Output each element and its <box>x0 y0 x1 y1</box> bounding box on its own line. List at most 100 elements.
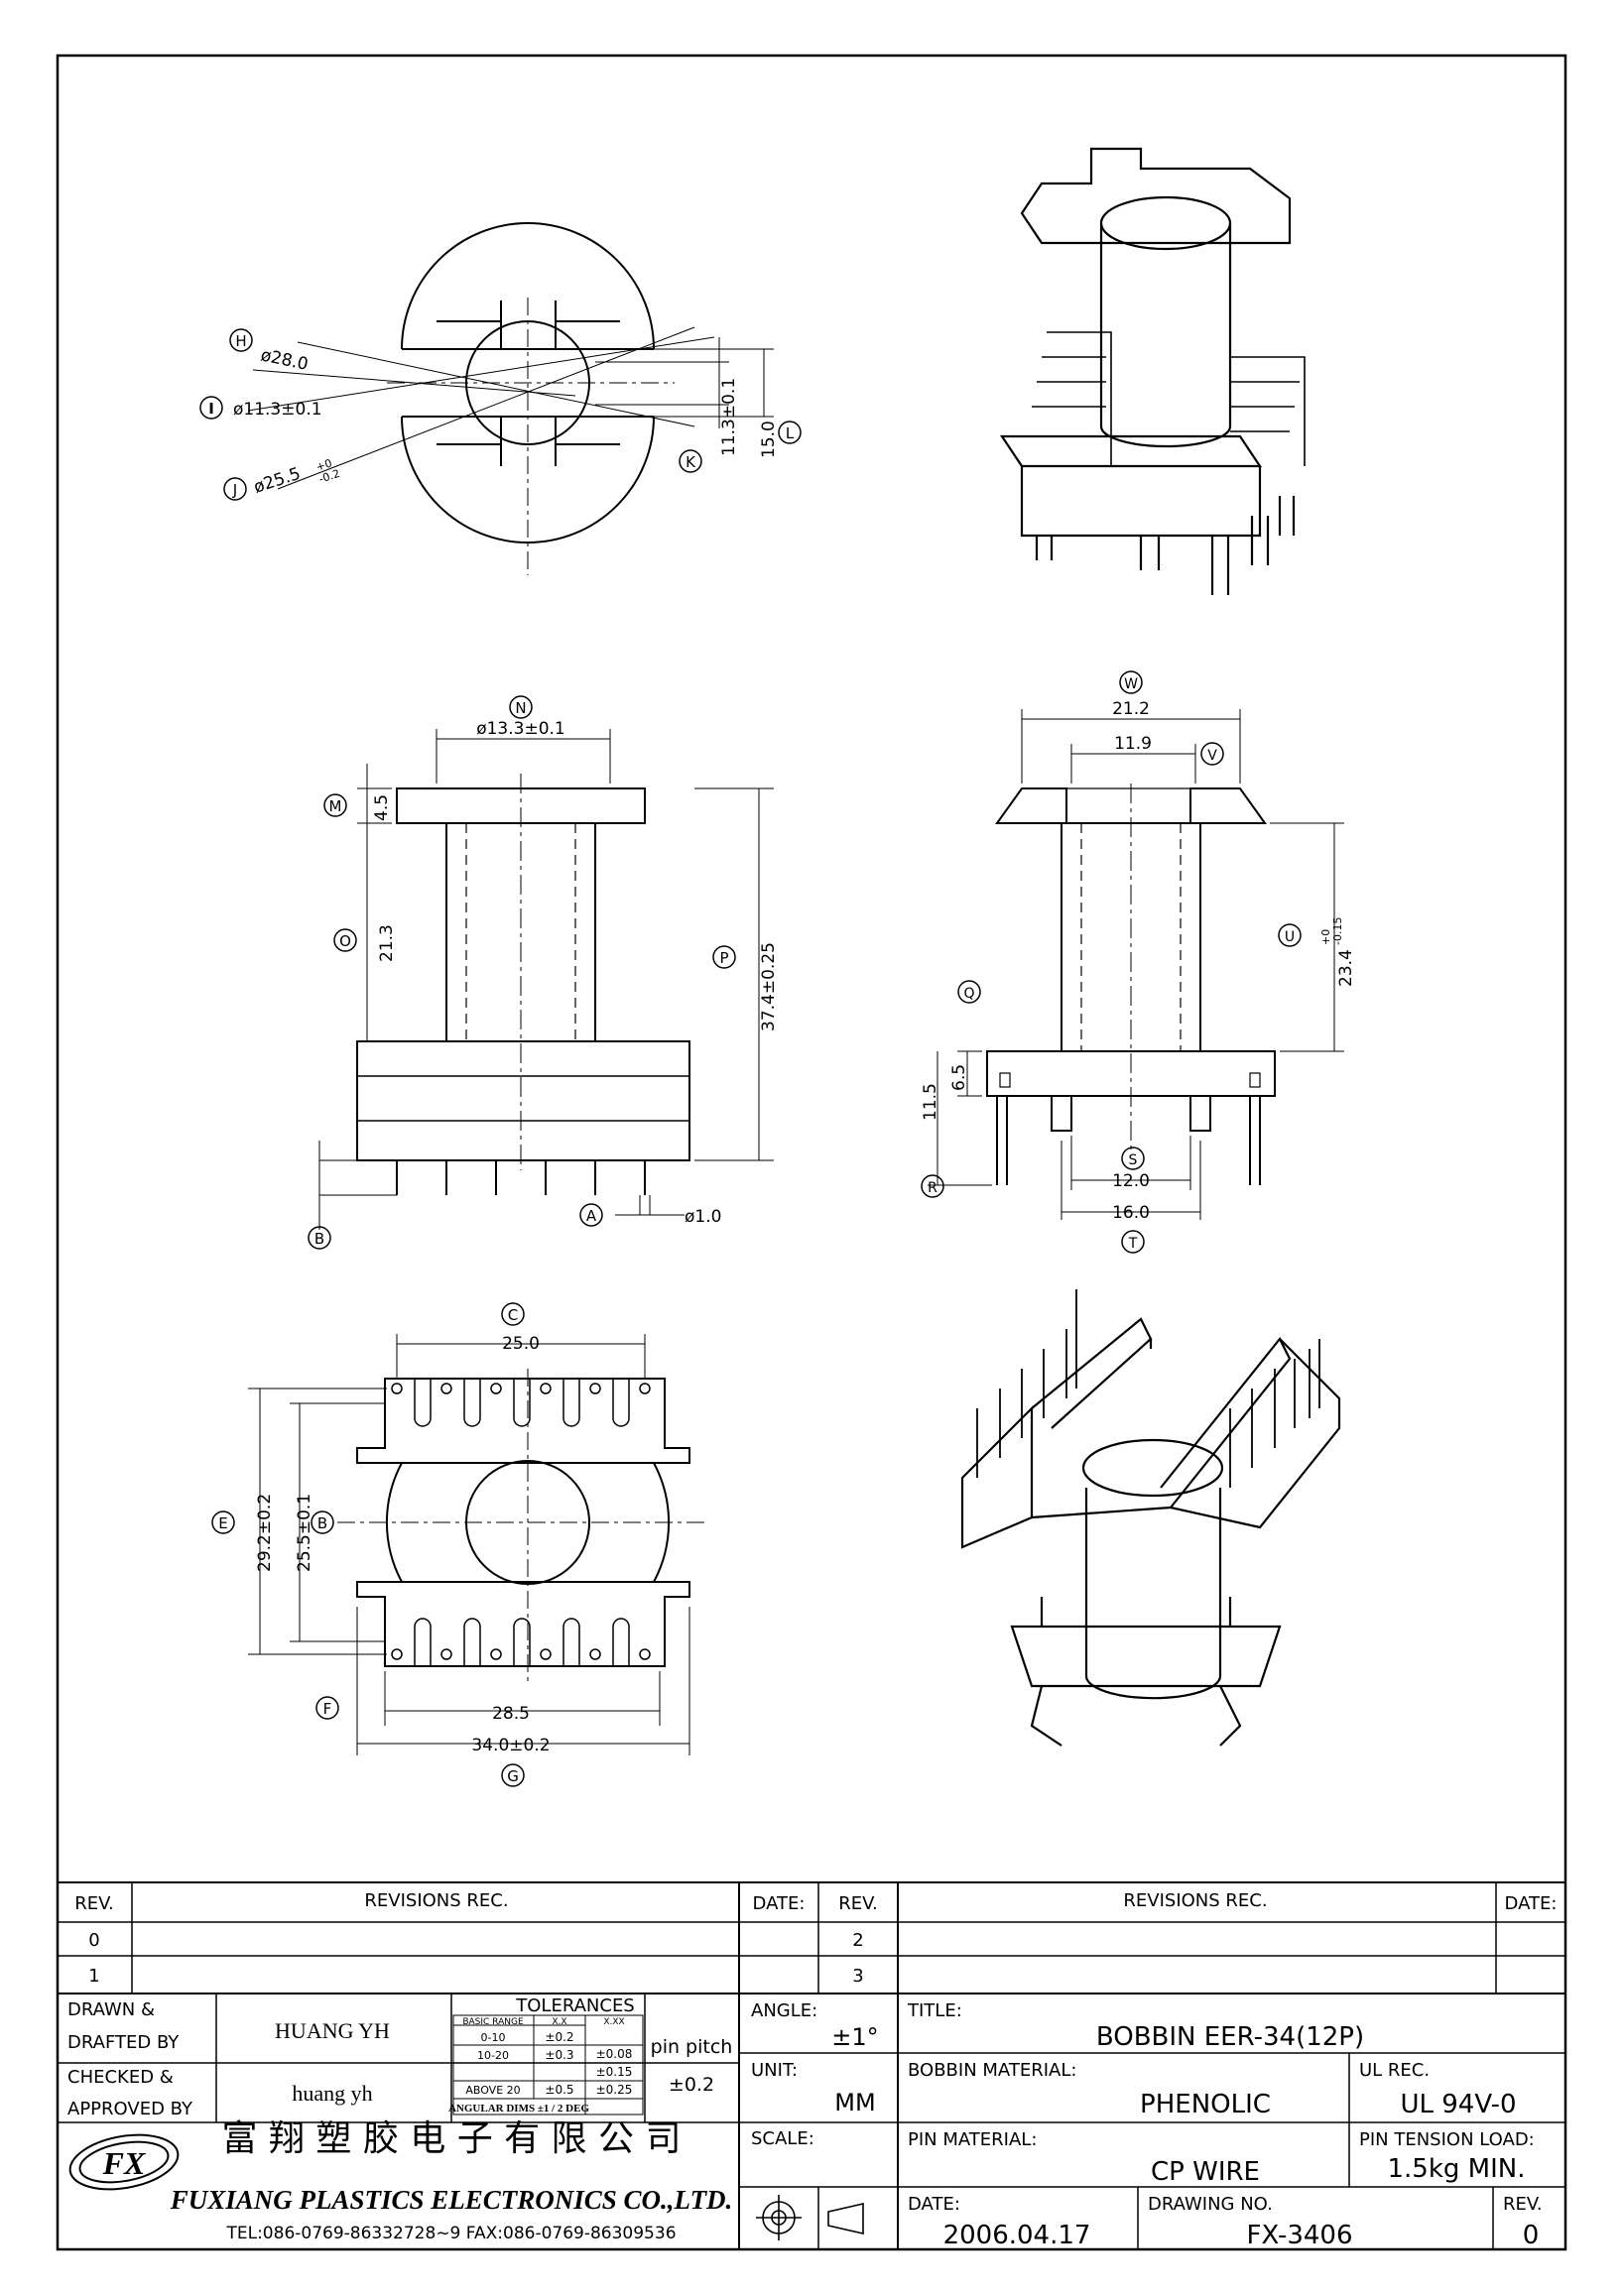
tol-row-0-range: 0-10 <box>481 2031 506 2044</box>
callout-p: P <box>719 949 728 967</box>
dim-k-text: 11.3±0.1 <box>719 378 739 456</box>
rev-row-1: 1 <box>88 1966 99 1987</box>
callout-u: U <box>1285 929 1295 945</box>
tol-row-0-xx: ±0.2 <box>545 2030 573 2044</box>
side-view <box>921 670 1344 1254</box>
dim-w-text: 21.2 <box>1112 699 1150 719</box>
callout-s: S <box>1129 1152 1138 1168</box>
callout-j: J <box>232 481 237 499</box>
checked-label-2: APPROVED BY <box>67 2099 193 2119</box>
dim-f-text: 28.5 <box>492 1704 530 1724</box>
pin-material-label: PIN MATERIAL: <box>908 2129 1037 2150</box>
dim-u-tol-lower: -0.15 <box>1331 917 1344 945</box>
callout-o: O <box>339 932 351 950</box>
tol-row-1-xx: ±0.3 <box>545 2048 573 2062</box>
callout-k: K <box>686 453 696 471</box>
rev-header-right: REV. <box>838 1893 878 1914</box>
revisions-header-left: REVISIONS REC. <box>364 1890 508 1911</box>
rev-label: REV. <box>1503 2194 1543 2215</box>
callout-w: W <box>1124 676 1138 692</box>
logo-text: FX <box>102 2145 146 2181</box>
pin-material-value: CP WIRE <box>1151 2157 1260 2187</box>
pin-tension-label: PIN TENSION LOAD: <box>1359 2129 1535 2150</box>
tol-header-range: BASIC RANGE <box>462 2017 524 2027</box>
title-label: TITLE: <box>907 2000 962 2021</box>
callout-e: E <box>218 1514 227 1532</box>
dim-p-text: 37.4±0.25 <box>759 942 779 1031</box>
unit-label: UNIT: <box>751 2060 798 2081</box>
company-contact: TEL:086-0769-86332728~9 FAX:086-0769-863… <box>225 2224 676 2243</box>
title-block <box>58 1881 1565 2249</box>
pin-pitch-value: ±0.2 <box>669 2074 714 2096</box>
dim-i-text: ø11.3±0.1 <box>233 400 322 420</box>
drawn-label-1: DRAWN & <box>67 1999 155 2020</box>
dim-b-text: 25.5±0.1 <box>295 1494 314 1572</box>
pin-pitch-label: pin pitch <box>651 2036 733 2058</box>
top-view <box>199 222 802 575</box>
date-header-right: DATE: <box>1505 1893 1558 1914</box>
checked-name: huang yh <box>292 2081 372 2106</box>
drawn-label-2: DRAFTED BY <box>67 2032 180 2053</box>
angle-label: ANGLE: <box>751 2000 817 2021</box>
front-view <box>308 695 774 1250</box>
dim-h-text: ø28.0 <box>259 345 310 375</box>
dim-o-text: 21.3 <box>377 924 397 962</box>
dim-c-text: 25.0 <box>502 1334 540 1354</box>
ul-rec-value: UL 94V-0 <box>1400 2090 1516 2119</box>
drawing-no-value: FX-3406 <box>1246 2221 1352 2250</box>
callout-n: N <box>515 699 526 717</box>
revisions-header-right: REVISIONS REC. <box>1123 1890 1267 1911</box>
callout-c: C <box>508 1306 518 1324</box>
dim-a-text: ø1.0 <box>685 1207 721 1227</box>
callout-q: Q <box>963 986 974 1002</box>
angle-value: ±1° <box>831 2023 878 2051</box>
rev-row-3: 3 <box>852 1966 863 1987</box>
rev-value: 0 <box>1523 2221 1540 2250</box>
callout-b-bottom: B <box>317 1514 327 1532</box>
bobbin-material-label: BOBBIN MATERIAL: <box>908 2060 1076 2081</box>
rev-row-2: 2 <box>852 1930 863 1951</box>
date-value: 2006.04.17 <box>943 2221 1091 2250</box>
company-name-en: FUXIANG PLASTICS ELECTRONICS CO.,LTD. <box>170 2185 733 2215</box>
dim-m-text: 4.5 <box>372 794 392 821</box>
company-name-cn: 富 翔 塑 胶 电 子 有 限 公 司 <box>222 2118 682 2159</box>
dim-g-text: 34.0±0.2 <box>471 1736 550 1755</box>
pin-tension-value: 1.5kg MIN. <box>1388 2154 1526 2184</box>
rev-row-0: 0 <box>88 1930 99 1951</box>
scale-label: SCALE: <box>751 2128 814 2149</box>
dim-j-tol-upper: +0 <box>314 456 333 473</box>
dim-u-text: 23.4 <box>1336 949 1356 987</box>
tol-angular: ANGULAR DIMS ±1 / 2 DEG <box>448 2103 589 2115</box>
callout-g: G <box>507 1767 519 1785</box>
isometric-view-bottom <box>960 1289 1341 1747</box>
sheet-border <box>56 54 1567 2251</box>
callout-l: L <box>786 424 795 442</box>
dim-r-text: 11.5 <box>921 1083 940 1121</box>
tol-row-2-range: ABOVE 20 <box>465 2084 520 2097</box>
callout-b-front: B <box>314 1230 324 1248</box>
company-logo <box>68 2133 180 2191</box>
callout-a: A <box>586 1207 597 1225</box>
tolerances-title: TOLERANCES <box>515 1995 635 2016</box>
date-label: DATE: <box>908 2194 960 2215</box>
callout-v: V <box>1207 748 1217 764</box>
tol-row-1-xxx: ±0.15 <box>596 2065 633 2079</box>
dim-t-text: 16.0 <box>1112 1203 1150 1223</box>
bobbin-material-value: PHENOLIC <box>1140 2090 1271 2119</box>
drawing-no-label: DRAWING NO. <box>1148 2194 1273 2215</box>
title-value: BOBBIN EER-34(12P) <box>1096 2022 1364 2052</box>
callout-h: H <box>235 332 246 350</box>
bottom-view <box>211 1302 709 1787</box>
tol-header-xx: X.X <box>552 2017 566 2027</box>
tol-row-2-xxx: ±0.25 <box>596 2083 633 2097</box>
dim-u-tol-upper: +0 <box>1319 929 1332 945</box>
dim-s-text: 12.0 <box>1112 1171 1150 1191</box>
dim-v-text: 11.9 <box>1114 734 1152 754</box>
callout-t: T <box>1128 1236 1138 1252</box>
dim-l-text: 15.0 <box>759 421 779 458</box>
tol-row-1-range: 10-20 <box>477 2049 509 2062</box>
callout-i: I <box>208 400 214 418</box>
callout-m: M <box>329 797 342 815</box>
callout-r: R <box>928 1180 937 1196</box>
